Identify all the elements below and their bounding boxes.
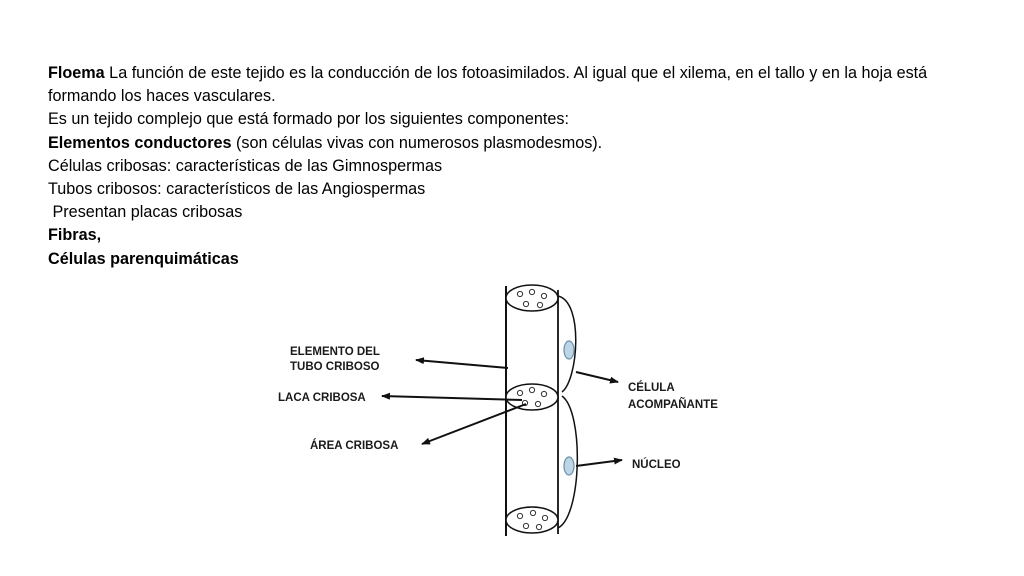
arrow-laca-cribosa: [381, 392, 523, 401]
arrow-nucleo: [575, 457, 623, 467]
nucleus-lower: [563, 456, 575, 476]
label-laca-cribosa: LACA CRIBOSA: [278, 392, 366, 404]
floema-description: La función de este tejido es la conducci…: [48, 64, 928, 106]
label-elemento-line1: ELEMENTO DEL: [290, 346, 380, 358]
term-fibras: Fibras,: [48, 226, 102, 245]
elementos-description: (son células vivas con numerosos plasmod…: [231, 133, 603, 152]
arrow-celula-acompanante: [575, 371, 619, 384]
companion-cell-lower: [557, 395, 579, 529]
label-nucleo: NÚCLEO: [632, 458, 681, 471]
companion-cell-upper: [557, 295, 577, 393]
label-area-cribosa: ÁREA CRIBOSA: [310, 439, 398, 452]
paragraph-tubos-cribosos: Tubos cribosos: característicos de las A…: [48, 180, 426, 199]
nucleus-upper: [563, 340, 575, 360]
term-celulas-parenquimaticas: Células parenquimáticas: [48, 249, 239, 268]
paragraph-celulas-cribosas: Células cribosas: características de las…: [48, 156, 443, 175]
paragraph-elementos: Elementos conductores (son células vivas…: [48, 132, 978, 155]
sieve-plate-bottom: [505, 506, 559, 534]
text-block: Floema La función de este tejido es la c…: [48, 62, 978, 271]
paragraph-floema: Floema La función de este tejido es la c…: [48, 62, 978, 108]
sieve-plate-middle: [505, 383, 559, 411]
term-floema: Floema: [48, 64, 105, 82]
arrow-area-cribosa: [421, 403, 527, 445]
term-elementos-conductores: Elementos conductores: [48, 133, 232, 152]
paragraph-componentes: Es un tejido complejo que está formado p…: [48, 110, 570, 129]
label-elemento-line2: TUBO CRIBOSO: [290, 361, 380, 373]
paragraph-placas-cribosas: Presentan placas cribosas: [48, 203, 243, 222]
label-celula-line2: ACOMPAÑANTE: [628, 398, 718, 411]
arrow-elemento-tubo: [415, 357, 509, 369]
phloem-diagram: ELEMENTO DEL TUBO CRIBOSO LACA CRIBOSA Á…: [278, 284, 718, 536]
sieve-plate-top: [505, 284, 559, 312]
label-celula-line1: CÉLULA: [628, 381, 675, 394]
